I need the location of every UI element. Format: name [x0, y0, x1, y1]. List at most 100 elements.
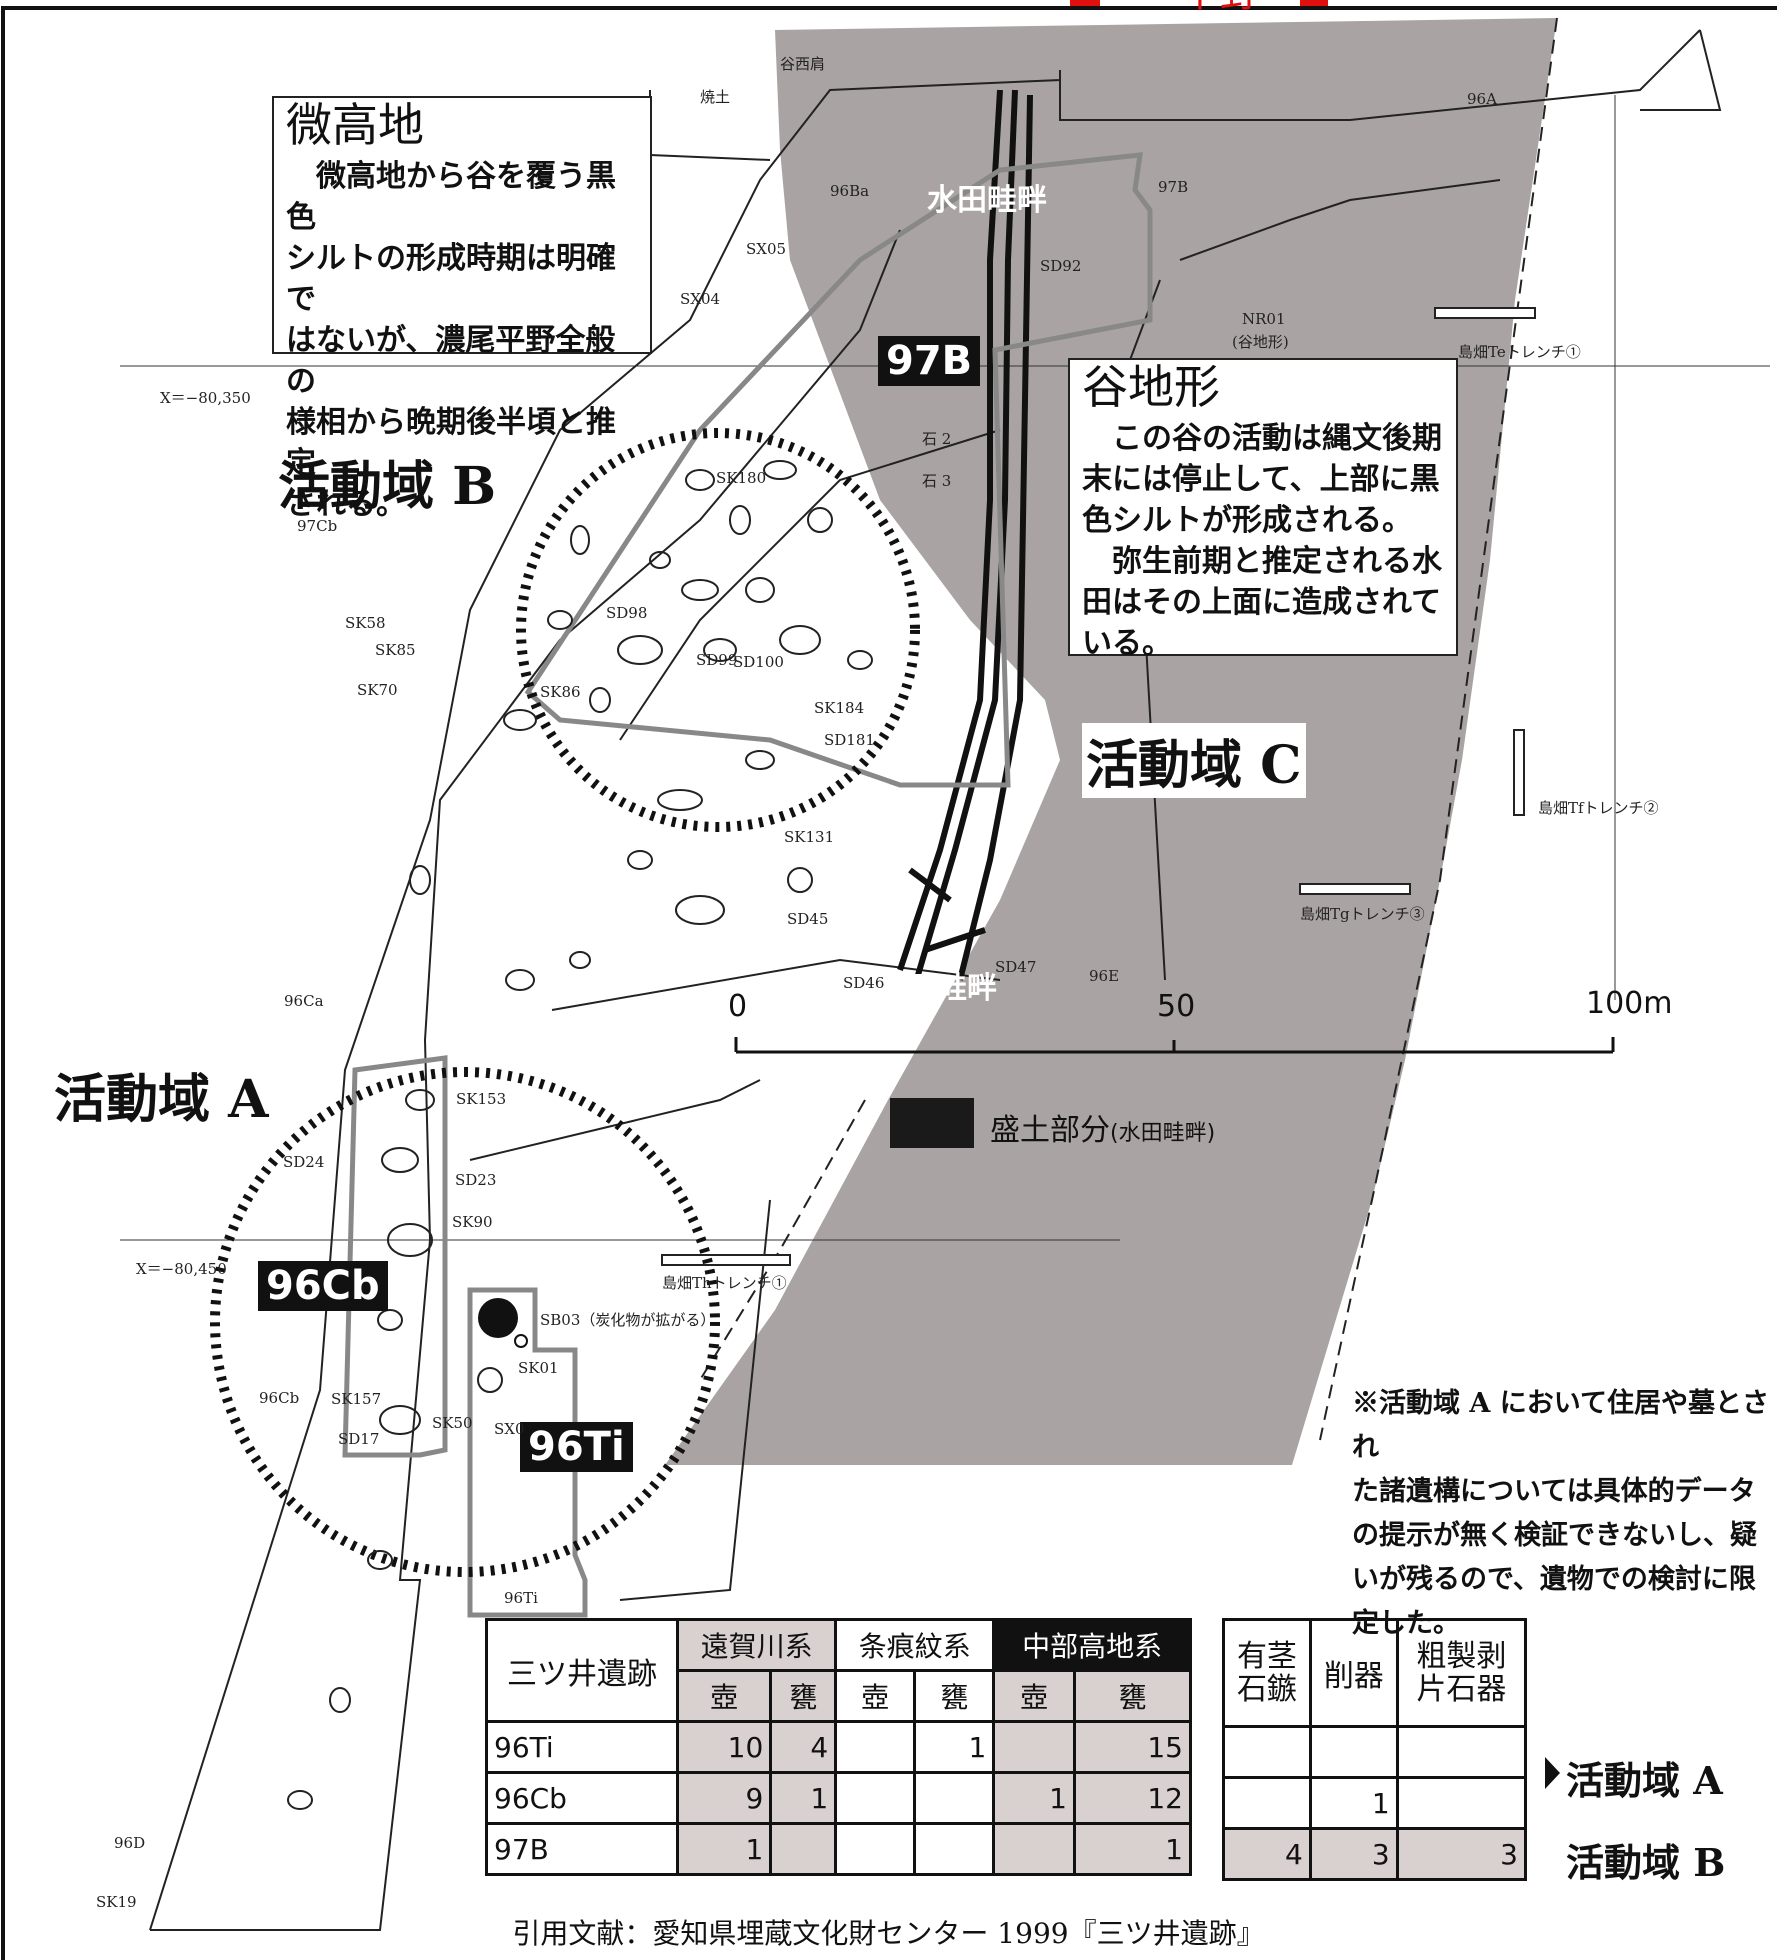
label-sd24: SD24: [283, 1153, 325, 1171]
label-sd47: SD47: [995, 958, 1037, 976]
label-sk90: SK90: [452, 1213, 493, 1231]
label-sd23: SD23: [455, 1171, 497, 1189]
cell: 1: [769, 1771, 838, 1825]
feature-pits: [287, 460, 873, 1810]
label-x2: X＝−80,450: [136, 1260, 227, 1278]
tools-header-row: 有茎 石鏃 削器 粗製剥 片石器: [1222, 1618, 1528, 1728]
cell: 1: [1072, 1822, 1193, 1876]
pottery-table: 三ツ井遺跡 遠賀川系 条痕紋系 中部高地系 壺 甕 壺 甕 壺 甕 96Ti 1…: [485, 1618, 1193, 1876]
cell: [913, 1822, 996, 1876]
cell: 12: [1072, 1771, 1193, 1825]
label-sx0: SX0: [494, 1420, 525, 1438]
label-sd17: SD17: [338, 1430, 380, 1448]
label-sd99: SD99: [696, 651, 738, 669]
label-sk70: SK70: [357, 681, 398, 699]
cell: 15: [1072, 1720, 1193, 1774]
cell: 4: [1222, 1827, 1312, 1881]
valley-edge-dashed: [699, 1099, 866, 1381]
sub-header: 壺: [834, 1669, 917, 1723]
cell: [769, 1822, 838, 1876]
label-x1: X＝−80,350: [160, 389, 251, 407]
zone-label-b: 活動域 B: [278, 456, 497, 517]
label-sd181: SD181: [824, 731, 875, 749]
table-row: 96Cb 9 1 1 12: [485, 1771, 1193, 1825]
legend-paren: (水田畦畔): [1110, 1121, 1216, 1146]
sub-header: 壺: [992, 1669, 1076, 1723]
label-sb03: SB03（炭化物が拡がる）: [540, 1311, 716, 1329]
valley-info-box: 谷地形 この谷の活動は縄文後期 末には停止して、上部に黒 色シルトが形成される。…: [1068, 358, 1458, 661]
cell: [913, 1771, 996, 1825]
valley-title: 谷地形: [1082, 360, 1220, 414]
tool-header: 削器: [1308, 1618, 1399, 1728]
group-header: 条痕紋系: [834, 1618, 996, 1672]
cell: 1: [913, 1720, 996, 1774]
label-yakedo: 焼土: [700, 88, 731, 106]
label-sk131: SK131: [784, 828, 835, 846]
area-tag-96ti: 96Ti: [520, 1422, 633, 1472]
tool-header: 粗製剥 片石器: [1395, 1618, 1528, 1728]
cell: [992, 1720, 1076, 1774]
label-96ca: 96Ca: [284, 992, 324, 1010]
label-sk01: SK01: [518, 1359, 559, 1377]
activity-area-a-circle: [210, 1067, 720, 1577]
arrow-icon: [1545, 1757, 1560, 1789]
label-97b-small: 97B: [1158, 178, 1189, 196]
area-tag-96cb: 96Cb: [258, 1261, 388, 1311]
label-sk153: SK153: [456, 1090, 507, 1108]
label-sk180: SK180: [716, 469, 767, 487]
cell: [1308, 1725, 1399, 1779]
table-row: 1: [1222, 1776, 1528, 1830]
map-frame: [1, 6, 1777, 1960]
row-name: 96Ti: [485, 1720, 679, 1774]
scale-100m: 100m: [1586, 986, 1673, 1021]
activity-area-b-circle: [516, 428, 920, 832]
table-row: 97B 1 1: [485, 1822, 1193, 1876]
cell: [1222, 1725, 1312, 1779]
sub-header: 甕: [1072, 1669, 1193, 1723]
paddy-label-bottom: 水田畦畔: [877, 971, 997, 1006]
cell: [992, 1822, 1076, 1876]
cell: [834, 1822, 917, 1876]
sub-header: 壺: [675, 1669, 773, 1723]
legend-swatch: [890, 1098, 974, 1148]
group-header: 遠賀川系: [675, 1618, 838, 1672]
label-nr01b: (谷地形): [1232, 333, 1289, 351]
cell: [834, 1771, 917, 1825]
label-96ti-small: 96Ti: [504, 1589, 538, 1607]
table-row: [1222, 1725, 1528, 1779]
scale-bar: [734, 1037, 1615, 1054]
table-row: 96Ti 10 4 1 15: [485, 1720, 1193, 1774]
label-sd46: SD46: [843, 974, 885, 992]
label-sd45: SD45: [787, 910, 829, 928]
cell: [1395, 1725, 1528, 1779]
label-sk50: SK50: [432, 1414, 473, 1432]
label-trench-tf: 島畑Tfトレンチ②: [1538, 799, 1659, 817]
row-name: 97B: [485, 1822, 679, 1876]
tool-header: 有茎 石鏃: [1222, 1618, 1312, 1728]
label-trench-te: 島畑Teトレンチ①: [1458, 343, 1581, 361]
note-text: ※活動域 A において住居や墓とされ た諸遺構については具体的データ の提示が無…: [1352, 1388, 1769, 1639]
upland-title: 微高地: [286, 98, 424, 152]
sub-header: 甕: [913, 1669, 996, 1723]
cell: 1: [675, 1822, 773, 1876]
sub-header: 甕: [769, 1669, 838, 1723]
trench-tf: [1513, 729, 1525, 816]
label-nr01: NR01: [1242, 310, 1286, 328]
table-subheader-row: 壺 甕 壺 甕 壺 甕: [487, 1669, 1193, 1723]
legend-label: 盛土部分(水田畦畔): [990, 1105, 1215, 1149]
header-fragment: 平野: [1180, 0, 1260, 18]
label-96a: 96A: [1467, 90, 1497, 108]
label-sk85: SK85: [375, 641, 416, 659]
label-ishi2: 石 2: [922, 430, 952, 448]
table-site-header: 三ツ井遺跡: [485, 1618, 679, 1723]
label-sd98: SD98: [606, 604, 648, 622]
label-96cb-small: 96Cb: [259, 1389, 300, 1407]
label-sk58: SK58: [345, 614, 386, 632]
label-sk19: SK19: [96, 1893, 137, 1911]
label-trench-tg: 島畑Tgトレンチ③: [1300, 905, 1425, 923]
header-fragment-mark: [1070, 0, 1100, 6]
label-96d: 96D: [114, 1834, 146, 1852]
label-sx05: SX05: [746, 240, 787, 258]
label-96ba: 96Ba: [830, 182, 870, 200]
scale-0: 0: [728, 989, 748, 1024]
